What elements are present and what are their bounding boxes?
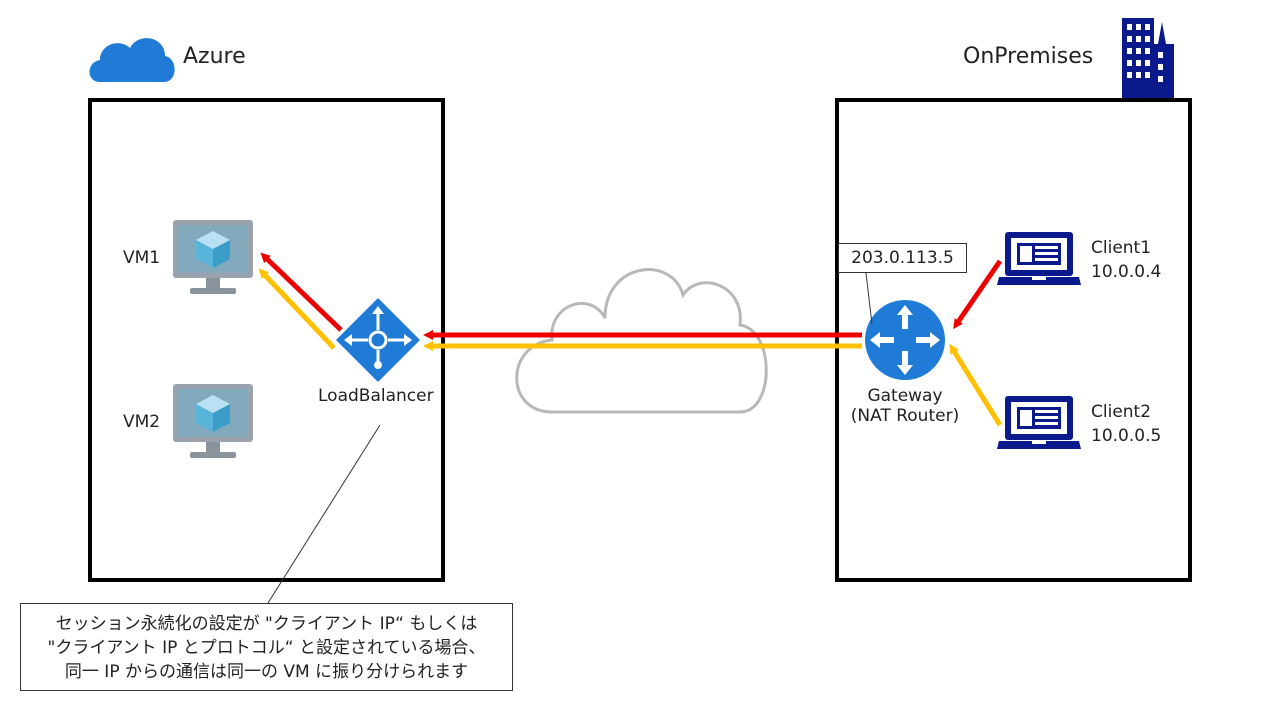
client1-laptop-icon [997,232,1081,285]
client1-ip: 10.0.0.4 [1091,262,1162,282]
client2-name: Client2 [1091,402,1152,422]
load-balancer-icon [336,298,420,382]
vm1-monitor-icon [173,220,253,294]
flow-client1-to-gateway [953,259,1003,330]
onprem-container [835,98,1192,582]
flow-client1-lb-to-vm1 [260,252,343,332]
client1-name: Client1 [1091,238,1152,258]
flow-client2-to-gateway [949,343,1003,427]
vm2-label: VM2 [123,412,161,432]
note-line-2: "クライアント IP とプロトコル“ と設定されている場合、 [47,638,486,658]
client2-ip: 10.0.0.5 [1091,426,1162,446]
load-balancer-label: LoadBalancer [318,386,434,406]
session-persistence-note: セッション永続化の設定が "クライアント IP“ もしくは "クライアント IP… [20,603,513,691]
client2-laptop-icon [997,396,1081,449]
note-line-1: セッション永続化の設定が "クライアント IP“ もしくは [55,614,478,634]
azure-cloud-icon [89,38,175,82]
azure-title: Azure [183,44,246,69]
ip-callout-leader [865,272,873,325]
onprem-title: OnPremises [963,44,1094,69]
vm2-monitor-icon [173,384,253,458]
building-icon [1122,18,1174,98]
gateway-public-ip: 203.0.113.5 [838,243,967,273]
gateway-type: (NAT Router) [850,406,960,426]
vm1-label: VM1 [123,248,161,268]
client2-label: Client2 10.0.0.5 [1091,400,1161,448]
client1-label: Client1 10.0.0.4 [1091,236,1161,284]
gateway-label: Gateway (NAT Router) [835,386,975,426]
flow-client2-lb-to-vm1 [258,268,336,350]
note-callout-leader [267,424,381,604]
internet-cloud-icon [515,268,768,414]
azure-container [88,98,445,582]
gateway-name: Gateway [867,386,943,406]
note-line-3: 同一 IP からの通信は同一の VM に振り分けられます [64,662,469,682]
gateway-router-icon [865,300,945,380]
